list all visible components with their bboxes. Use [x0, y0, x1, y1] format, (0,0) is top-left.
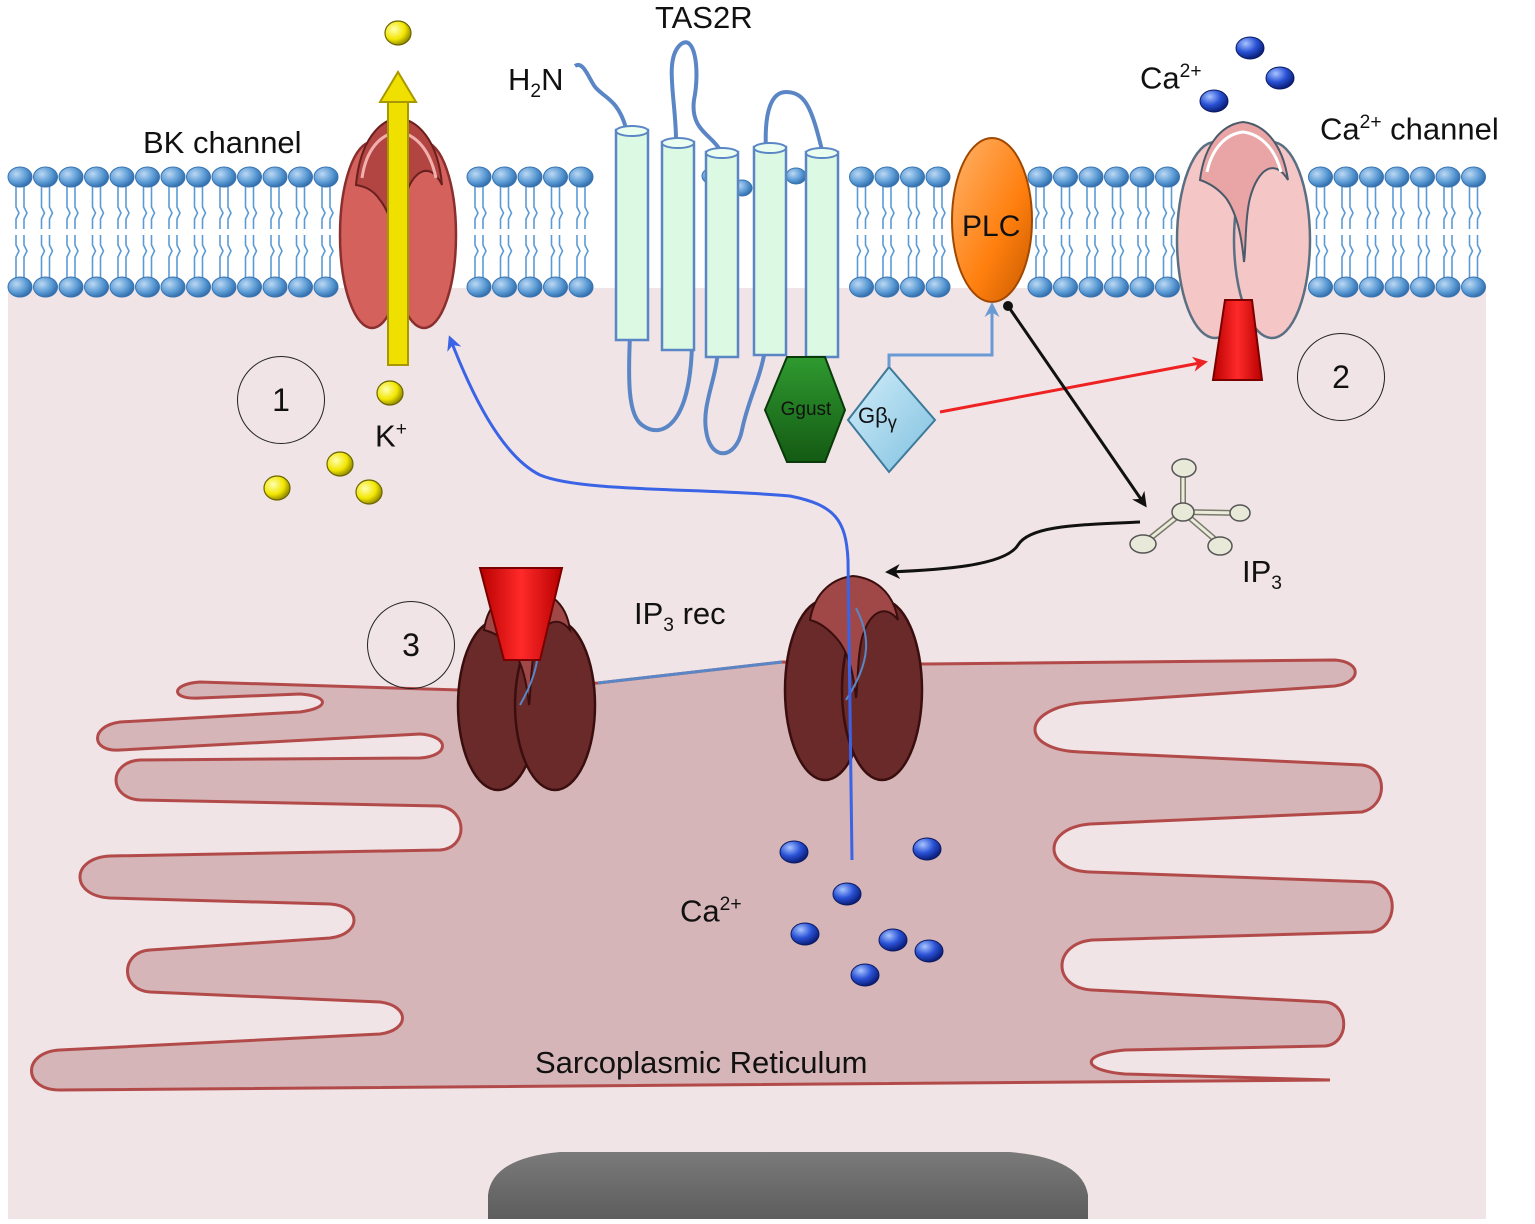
- ca-release-to-bk-arrow: [447, 335, 854, 861]
- ip3-molecule: [1129, 458, 1251, 556]
- step-3-marker: 3: [367, 601, 455, 689]
- ca-ion: [1235, 36, 1265, 60]
- ca-sr-label: Ca2+: [680, 895, 742, 926]
- k-ion: [326, 451, 354, 477]
- step-2-marker: 2: [1297, 333, 1385, 421]
- ions: [263, 20, 1295, 987]
- tas2r-helix-2: [660, 140, 696, 352]
- h2n-end: N: [541, 62, 564, 97]
- ip3rec-connector-line: [597, 660, 783, 685]
- gbg-protein: [846, 365, 937, 474]
- ca-ion: [914, 939, 944, 963]
- k-sup: +: [395, 419, 407, 440]
- k-ion: [355, 479, 383, 505]
- sarcoplasmic-reticulum: [30, 658, 1394, 1092]
- plasma-membrane: [7, 166, 1486, 298]
- h2n-sub: 2: [530, 81, 542, 103]
- tas2r-helix-1: [614, 128, 650, 342]
- sr-label: Sarcoplasmic Reticulum: [535, 1045, 868, 1080]
- ca-channel: [1175, 120, 1312, 340]
- nucleus: [488, 1152, 1088, 1219]
- gbg-to-ca-channel-arrow: [939, 356, 1208, 414]
- tas2r-helix-3: [704, 150, 740, 359]
- tas2r-label: TAS2R: [655, 0, 753, 35]
- bk-channel-label: BK channel: [143, 125, 302, 160]
- ip3-receptor-open: [783, 574, 924, 782]
- ca-ion: [832, 882, 862, 906]
- ca-sr-main: Ca: [680, 893, 720, 929]
- ca-channel-rest: channel: [1381, 111, 1499, 147]
- h2n-main: H: [508, 62, 531, 97]
- ca-ion: [1199, 89, 1229, 113]
- ip3-main: IP: [1242, 554, 1272, 589]
- ca-ion: [779, 840, 809, 864]
- ca-channel-sup: 2+: [1359, 112, 1382, 133]
- k-ion: [263, 475, 291, 501]
- ggust-protein: [763, 356, 847, 463]
- step-1-marker: 1: [237, 356, 325, 444]
- ip3rec-label: IP3 rec: [634, 598, 726, 635]
- ca-channel-label: Ca2+ channel: [1320, 113, 1499, 144]
- ip3-to-receptor-arrow: [885, 520, 1141, 580]
- ca-top-label: Ca2+: [1140, 62, 1202, 93]
- tas2r-intracellular-loop-1: [627, 334, 694, 433]
- ip3rec-end: rec: [673, 596, 726, 631]
- k-efflux-arrow: [378, 70, 418, 366]
- ca-top-main: Ca: [1140, 60, 1180, 96]
- k-main: K: [375, 418, 396, 454]
- gbg-to-plc-arrow: [887, 302, 1000, 367]
- ip3-label: IP3: [1242, 556, 1282, 593]
- ca-ion: [850, 963, 880, 987]
- k-ion: [376, 380, 404, 406]
- tas2r-extracellular-loop-1: [669, 40, 722, 152]
- ip3-sub: 3: [1271, 573, 1282, 595]
- ca-ion: [878, 928, 908, 952]
- plc-enzyme: [951, 137, 1033, 303]
- tas2r-intracellular-loop-2: [703, 349, 767, 456]
- ip3-receptor-blocker: [478, 567, 564, 661]
- tas2r-n-terminus: [573, 62, 628, 129]
- h2n-label: H2N: [508, 64, 563, 101]
- tas2r-helix-4: [752, 145, 788, 357]
- plc-to-ip3-arrow: [1006, 305, 1147, 508]
- ca-channel-main: Ca: [1320, 111, 1360, 147]
- ca-top-sup: 2+: [1179, 61, 1202, 82]
- tas2r-extracellular-loop-2: [763, 89, 824, 151]
- tas2r-receptor: [573, 40, 840, 456]
- ip3rec-sub: 3: [663, 615, 674, 637]
- tas2r-helix-5: [804, 150, 840, 359]
- ca-channel-blocker: [1211, 299, 1264, 381]
- ca-ion: [790, 922, 820, 946]
- ip3rec-main: IP: [634, 596, 664, 631]
- ca-sr-sup: 2+: [719, 894, 742, 915]
- k-ion: [384, 20, 412, 46]
- ca-ion: [912, 837, 942, 861]
- k-label: K+: [375, 420, 407, 451]
- ca-ion: [1265, 66, 1295, 90]
